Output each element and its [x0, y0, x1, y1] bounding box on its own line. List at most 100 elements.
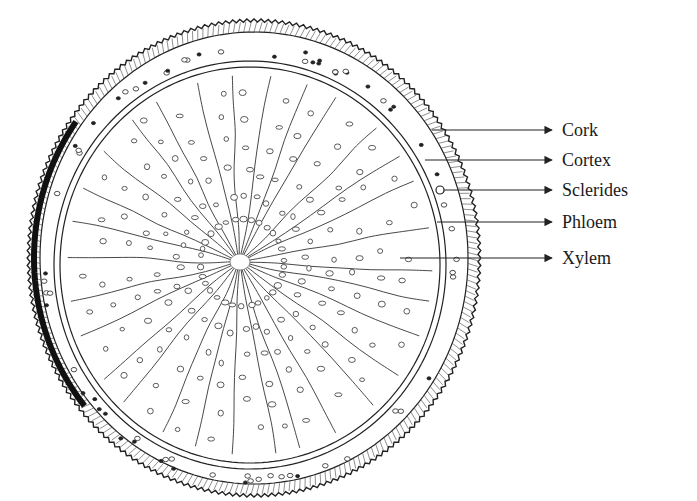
- sclereid: [323, 464, 329, 468]
- xylem-vessel: [221, 300, 228, 305]
- cork-hatch: [414, 104, 423, 109]
- cork-hatch: [344, 463, 346, 473]
- xylem-vessel: [272, 178, 278, 182]
- xylem-vessel: [292, 227, 299, 232]
- cork-hatch: [235, 483, 238, 493]
- cork-hatch: [443, 363, 451, 370]
- sclereid: [143, 81, 147, 84]
- cork-hatch: [125, 444, 133, 451]
- xylem-vessel: [162, 212, 167, 217]
- xylem-vessel: [329, 287, 335, 291]
- xylem-vessel: [370, 343, 376, 347]
- cork-hatch: [147, 50, 150, 60]
- sclereid: [304, 51, 308, 54]
- xylem-vessel: [264, 296, 269, 300]
- xylem-vessel: [286, 367, 291, 373]
- cork-hatch: [353, 50, 360, 58]
- cork-hatch: [467, 242, 477, 244]
- xylem-vessel: [177, 366, 183, 372]
- cork-hatch: [358, 53, 365, 60]
- xylem-vessel: [131, 139, 136, 143]
- xylem-vessel: [270, 290, 277, 295]
- sclereid: [296, 474, 300, 477]
- cork-hatch: [335, 467, 336, 477]
- xylem-vessel: [215, 224, 222, 230]
- cork-hatch: [305, 30, 310, 39]
- medullary-ray: [132, 120, 235, 256]
- cork-hatch: [275, 23, 279, 33]
- sclereid: [243, 481, 247, 484]
- cork-hatch: [320, 34, 326, 43]
- cork-hatch: [290, 26, 294, 35]
- cork-hatch: [446, 358, 454, 365]
- xylem-vessel: [386, 221, 392, 225]
- xylem-vessel: [328, 228, 333, 232]
- cork-hatch: [458, 187, 468, 188]
- xylem-vessel: [148, 408, 154, 414]
- medullary-ray: [246, 128, 377, 256]
- sclereid: [272, 55, 276, 58]
- cork-hatch: [315, 475, 316, 485]
- xylem-vessel: [411, 202, 417, 208]
- cork-hatch: [320, 473, 322, 483]
- sclereid: [366, 85, 370, 88]
- cork-hatch: [443, 151, 453, 153]
- cork-hatch: [463, 209, 473, 211]
- xylem-vessel: [322, 342, 328, 348]
- cork-hatch: [466, 225, 476, 226]
- xylem-vessel: [297, 387, 303, 393]
- xylem-vessel: [185, 288, 192, 294]
- xylem-vessel: [294, 133, 301, 138]
- cork-hatch: [167, 41, 169, 51]
- xylem-vessel: [213, 203, 218, 207]
- medullary-ray: [232, 270, 239, 454]
- sclereid: [343, 69, 349, 73]
- xylem-vessel: [356, 256, 363, 261]
- cork-hatch: [362, 56, 369, 63]
- cork-hatch: [424, 395, 430, 403]
- xylem-vessel: [161, 174, 166, 178]
- xylem-vessel: [232, 217, 238, 222]
- xylem-vessel: [239, 90, 246, 96]
- xylem-vessel: [100, 238, 106, 243]
- sclereid: [133, 87, 139, 91]
- xylem-vessel: [224, 165, 231, 170]
- cork-hatch: [285, 25, 289, 34]
- medullary-ray: [104, 267, 233, 379]
- xylem-vessel: [244, 352, 250, 356]
- xylem-vessel: [263, 201, 269, 207]
- cork-hatch: [407, 416, 412, 425]
- sclereid: [245, 474, 251, 478]
- xylem-vessel: [175, 427, 180, 431]
- sclereid: [182, 58, 188, 62]
- xylem-vessel: [227, 330, 233, 336]
- cork-hatch: [233, 23, 235, 33]
- cork-hatch: [99, 423, 108, 428]
- sclereid: [76, 148, 82, 152]
- xylem-vessel: [318, 210, 325, 215]
- sclereid: [332, 70, 338, 74]
- sclereid: [47, 291, 53, 295]
- cork-hatch: [388, 434, 392, 444]
- xylem-vessel: [184, 230, 188, 234]
- xylem-vessel: [288, 335, 292, 340]
- xylem-vessel: [281, 265, 287, 270]
- cork-hatch: [448, 353, 456, 360]
- xylem-vessel: [87, 310, 93, 314]
- sclereid: [116, 97, 120, 100]
- xylem-vessel: [224, 137, 229, 142]
- cork-hatch: [280, 24, 284, 34]
- xylem-vessel: [239, 375, 246, 379]
- xylem-vessel: [357, 169, 363, 174]
- cork-hatch: [448, 161, 458, 163]
- cork-hatch: [251, 484, 254, 494]
- cork-hatch: [466, 291, 475, 295]
- xylem-vessel: [144, 164, 149, 170]
- cork-hatch: [270, 23, 273, 33]
- cork-hatch: [441, 146, 451, 148]
- xylem-vessel: [176, 114, 183, 118]
- xylem-vessel: [336, 186, 342, 190]
- cork-hatch: [450, 348, 458, 355]
- cork-hatch: [367, 59, 375, 66]
- xylem-vessel: [349, 357, 356, 362]
